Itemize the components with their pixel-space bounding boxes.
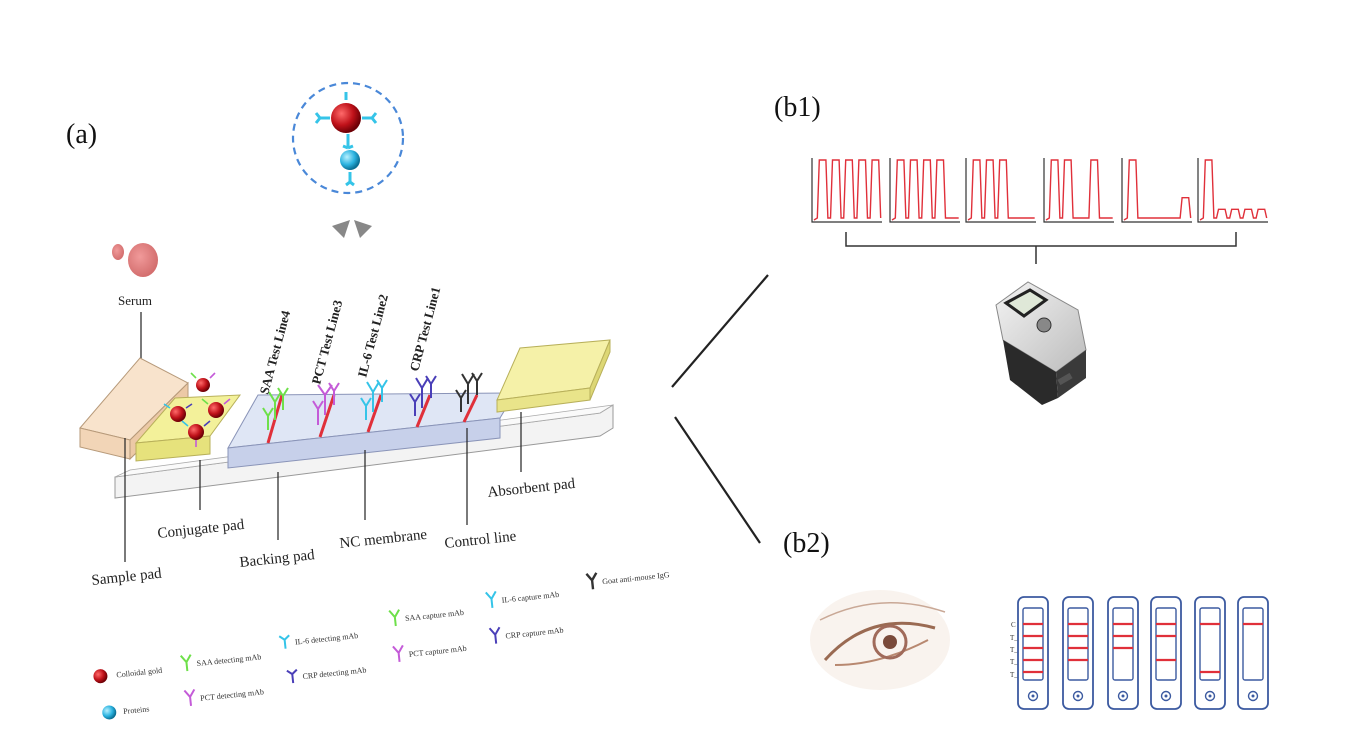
bracket: [845, 232, 1237, 264]
nc-membrane-label: NC membrane: [339, 527, 428, 552]
svg-text:Proteins: Proteins: [123, 704, 150, 716]
reader-device-icon: [995, 281, 1087, 405]
legend-item-il6-detecting: IL-6 detecting mAb: [278, 631, 359, 649]
test-cassette: [1150, 596, 1182, 710]
svg-text:SAA capture mAb: SAA capture mAb: [405, 608, 465, 623]
control-line-label: Control line: [444, 528, 518, 551]
test-cassette: [1237, 596, 1269, 710]
zoom-arrows: [312, 220, 392, 256]
panel-b1: (b1): [774, 92, 1268, 405]
test-line-label-pct: PCT Test Line3: [308, 298, 345, 386]
panel-b2: (b2) C T_CRP T_IL-6 T_PCT T_SAA: [783, 528, 1269, 710]
absorbent-pad-label: Absorbent pad: [487, 476, 577, 501]
legend: Colloidal gold Proteins SAA detecting mA…: [93, 570, 670, 720]
serum-label: Serum: [118, 293, 152, 308]
legend-item-goat-igg: Goat anti-mouse IgG: [585, 570, 670, 590]
backing-pad-label: Backing pad: [239, 547, 316, 571]
peak-plot: [889, 158, 960, 223]
legend-item-crp-capture: CRP capture mAb: [488, 626, 564, 644]
legend-item-colloidal-gold: Colloidal gold: [93, 666, 163, 684]
peak-plot: [965, 158, 1036, 223]
protein-icon: [340, 150, 360, 170]
legend-item-pct-detecting: PCT detecting mAb: [183, 687, 264, 706]
panel-a: (a) Serum: [66, 81, 670, 720]
legend-item-pct-capture: PCT capture mAb: [392, 644, 467, 662]
peak-plot: [1197, 158, 1268, 223]
svg-text:PCT capture mAb: PCT capture mAb: [408, 644, 467, 659]
panel-b2-label: (b2): [783, 528, 830, 559]
test-cassette: [1194, 596, 1226, 710]
legend-item-saa-detecting: SAA detecting mAb: [179, 652, 262, 672]
legend-item-saa-capture: SAA capture mAb: [388, 608, 465, 627]
legend-item-crp-detecting: CRP detecting mAb: [286, 665, 367, 684]
leader-lines: [124, 412, 522, 562]
test-cassettes: [1017, 596, 1269, 710]
peak-plot: [1043, 158, 1114, 223]
legend-item-proteins: Proteins: [102, 704, 150, 720]
test-line-label-saa: SAA Test Line4: [256, 308, 293, 395]
membrane-test-lines: [266, 394, 479, 444]
svg-text:CRP capture mAb: CRP capture mAb: [505, 626, 564, 641]
peak-plot: [1121, 158, 1192, 223]
legend-item-il6-capture: IL-6 capture mAb: [485, 590, 560, 608]
eye-icon: [810, 590, 950, 690]
svg-text:Colloidal gold: Colloidal gold: [116, 666, 163, 680]
svg-text:SAA detecting mAb: SAA detecting mAb: [196, 652, 261, 668]
svg-text:C: C: [1011, 621, 1016, 629]
svg-text:PCT detecting mAb: PCT detecting mAb: [200, 687, 264, 703]
panel-connectors: [671, 274, 769, 544]
conjugate-particles: [163, 372, 231, 447]
peak-plots: [811, 158, 1268, 223]
test-cassette: [1107, 596, 1139, 710]
conjugate-pad-label: Conjugate pad: [157, 517, 246, 542]
test-line-label-il6: IL-6 Test Line2: [354, 293, 391, 379]
nc-membrane-edge: [227, 417, 501, 469]
test-cassette: [1017, 596, 1049, 710]
absorbent-pad-front: [589, 339, 611, 401]
panel-b1-label: (b1): [774, 92, 821, 123]
conjugate-pad-side: [135, 435, 211, 462]
sample-pad-label: Sample pad: [91, 566, 163, 589]
test-cassette: [1062, 596, 1094, 710]
svg-text:IL-6 capture mAb: IL-6 capture mAb: [501, 590, 559, 605]
complex-zoom: [291, 81, 405, 195]
panel-a-label: (a): [66, 119, 97, 150]
test-line-label-crp: CRP Test Line1: [406, 285, 443, 373]
capture-antibodies: [262, 372, 483, 430]
svg-text:CRP detecting mAb: CRP detecting mAb: [302, 665, 367, 681]
svg-text:IL-6 detecting mAb: IL-6 detecting mAb: [294, 631, 358, 647]
serum-drops-icon: [112, 243, 158, 277]
peak-plot: [811, 158, 882, 223]
svg-text:Goat anti-mouse IgG: Goat anti-mouse IgG: [602, 570, 670, 586]
gold-particle-icon: [331, 103, 361, 133]
